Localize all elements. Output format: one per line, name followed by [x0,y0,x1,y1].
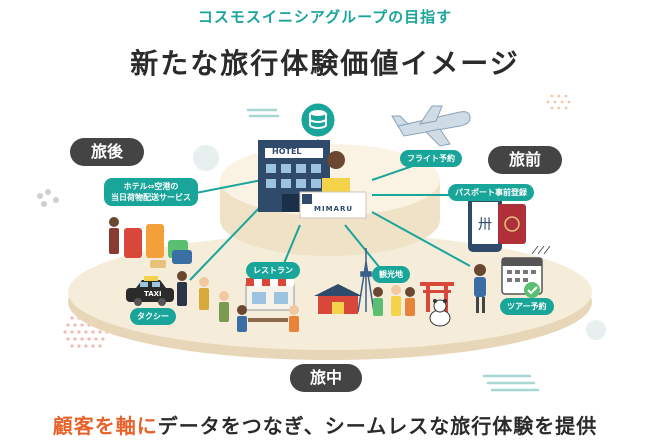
service-tag-luggage: ホテル⇔空港の 当日荷物配送サービス [104,178,198,206]
tagline: 顧客を軸にデータをつなぎ、シームレスな旅行体験を提供 [0,410,650,439]
phone-icon: 卅 [468,196,502,252]
diners-figures [219,291,299,332]
page-title: 新たな旅行体験価値イメージ [130,47,520,80]
phase-after-pill: 旅後 [70,138,144,166]
torii-icon [420,282,454,312]
plant-decoration [37,189,59,207]
taxi-icon [126,276,174,306]
service-tag-restaurant: レストラン [246,262,300,279]
airplane-icon [391,105,471,147]
service-tag-passport: パスポート事前登録 [448,184,534,201]
hotel-building [258,140,330,212]
panda-icon [429,299,451,327]
shop-icon [245,278,295,311]
service-tag-luggage-line2: 当日荷物配送サービス [111,193,191,202]
svg-text:卅: 卅 [478,217,492,233]
phase-during-pill: 旅中 [290,364,362,392]
database-icon [298,100,338,140]
service-tag-sightseeing: 観光地 [372,266,410,283]
temple-icon [314,284,362,314]
luggage-person [109,217,119,254]
checkmark-icon [524,282,540,298]
traveller-figure [474,264,486,313]
dot-pattern-right [546,94,571,110]
front-desk [299,191,367,219]
tagline-accent: 顧客を軸に [52,414,158,438]
luggage-icon [124,224,192,268]
receptionist-figure [322,151,350,192]
hotel-brand: MIMARU [314,205,354,213]
passport-icon [498,204,526,244]
sightseeing-people [373,285,415,316]
service-tag-taxi: タクシー [130,308,176,325]
service-tag-flight: フライト予約 [400,150,462,167]
taxi-driver-figures [177,271,209,310]
tagline-rest: データをつなぎ、シームレスな旅行体験を提供 [157,414,598,438]
page-subtitle: コスモスイニシアグループの目指す [197,8,453,26]
decor-circle [586,320,606,340]
stripes-decoration [246,108,540,392]
service-tag-luggage-line1: ホテル⇔空港の [123,182,179,191]
phase-before-pill: 旅前 [488,146,562,174]
service-tag-tour: ツアー予約 [500,298,554,315]
taxi-sign: TAXI [144,290,162,298]
hotel-sign: HOTEL [272,147,302,156]
decor-circle [193,145,219,171]
tower-icon [357,248,375,313]
leaf-decoration [531,245,551,255]
